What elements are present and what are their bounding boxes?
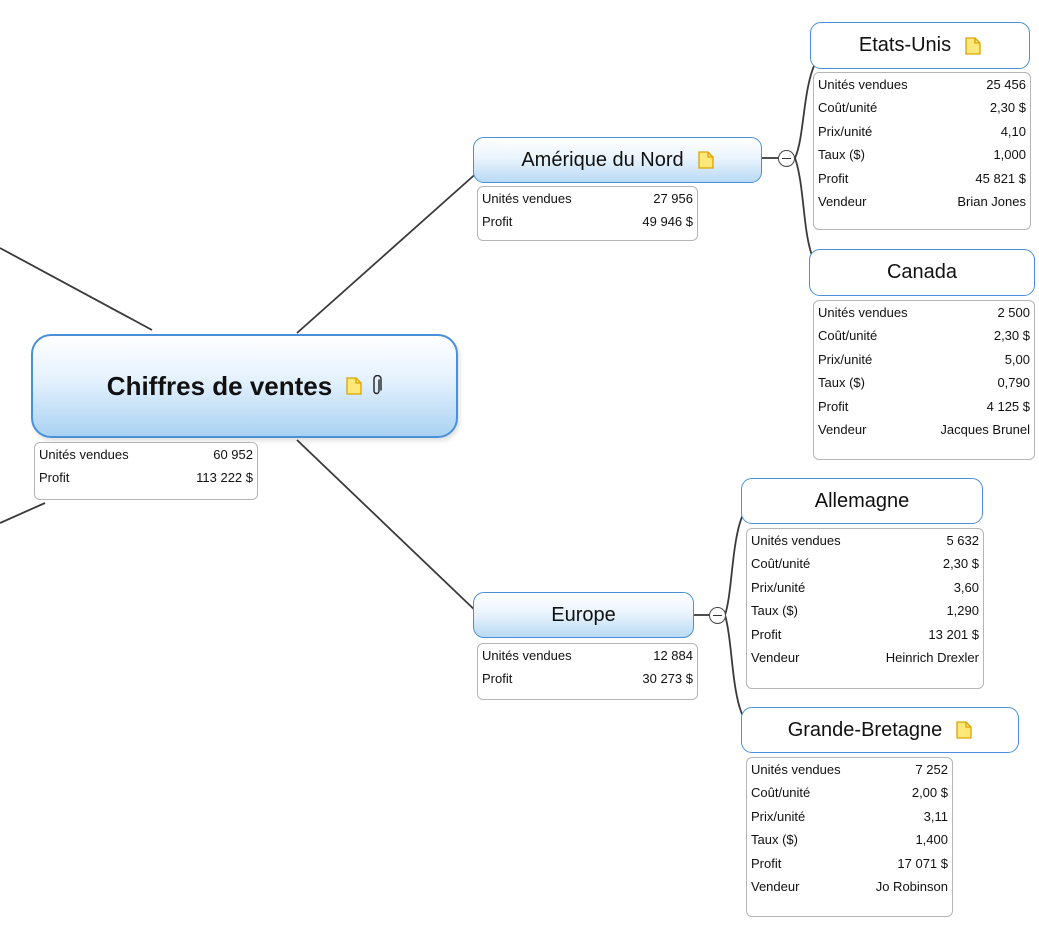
property-row: Taux ($)1,000 xyxy=(818,147,1026,163)
note-icon[interactable] xyxy=(965,36,981,55)
topic-grande-bretagne-title: Grande-Bretagne xyxy=(787,718,943,741)
collapse-toggle-amerique[interactable] xyxy=(778,150,795,167)
central-topic[interactable]: Chiffres de ventes xyxy=(31,334,458,438)
connector-offscreen-lower xyxy=(0,502,46,524)
topic-amerique-du-nord-title: Amérique du Nord xyxy=(521,148,684,171)
central-topic-title: Chiffres de ventes xyxy=(106,370,333,401)
note-icon[interactable] xyxy=(956,721,972,739)
topic-canada-title: Canada xyxy=(886,261,958,283)
connector-central-amerique xyxy=(296,169,481,334)
property-row: Taux ($)1,400 xyxy=(751,832,948,848)
note-icon[interactable] xyxy=(698,151,714,169)
topic-amerique-du-nord[interactable]: Amérique du Nord xyxy=(473,137,762,183)
topic-europe[interactable]: Europe xyxy=(473,592,694,638)
collapse-toggle-europe[interactable] xyxy=(709,607,726,624)
topic-etats-unis-title: Etats-Unis xyxy=(858,34,952,56)
topic-allemagne-title: Allemagne xyxy=(814,489,910,512)
connector-central-europe xyxy=(296,439,481,616)
topic-canada[interactable]: Canada xyxy=(809,249,1035,296)
topic-allemagne[interactable]: Allemagne xyxy=(741,478,983,524)
property-row: Taux ($)1,290 xyxy=(751,603,979,619)
topic-grande-bretagne[interactable]: Grande-Bretagne xyxy=(741,707,1019,753)
topic-europe-title: Europe xyxy=(551,603,616,626)
property-row: Taux ($)0,790 xyxy=(818,375,1030,391)
attachment-icon[interactable] xyxy=(372,375,382,397)
topic-etats-unis[interactable]: Etats-Unis xyxy=(810,22,1030,69)
note-icon[interactable] xyxy=(346,377,362,395)
connector-offscreen-upper xyxy=(0,247,153,331)
